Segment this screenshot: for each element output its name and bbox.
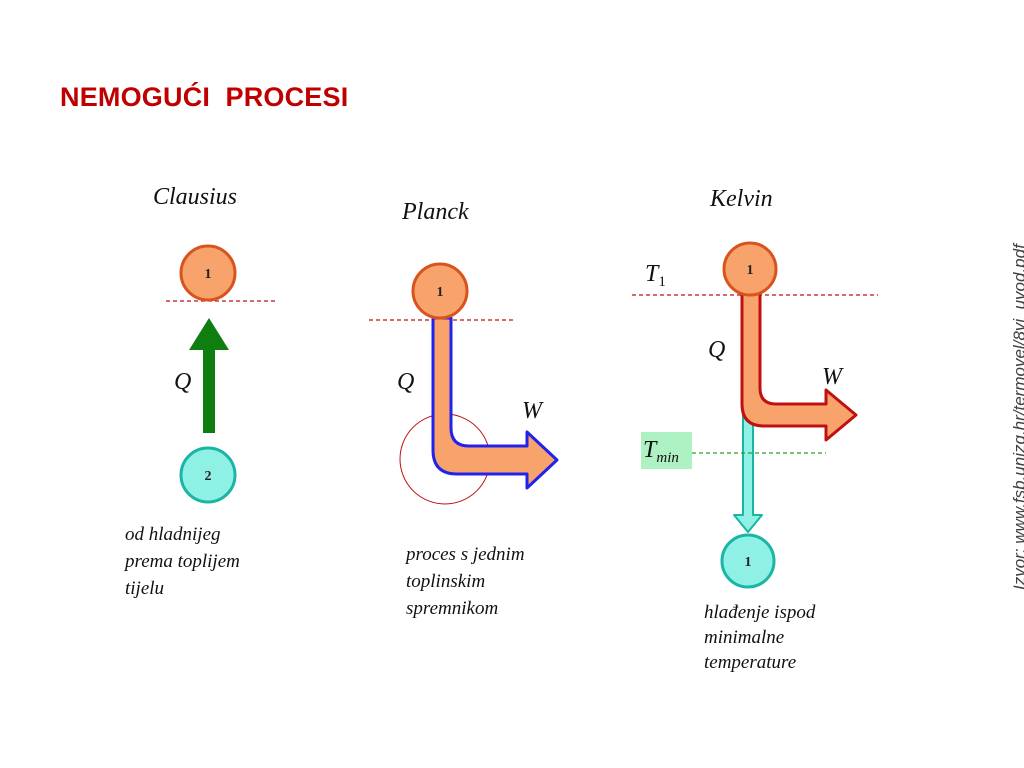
planck-node: 1 (411, 262, 469, 320)
clausius-bottom-node-label: 2 (205, 469, 212, 484)
kelvin-tmin-sub: min (656, 450, 679, 466)
clausius-top-node-label: 1 (205, 267, 212, 282)
kelvin-tmin-highlight (641, 432, 692, 469)
kelvin-bottom-node-label: 1 (745, 555, 752, 570)
clausius-bottom-node: 2 (179, 446, 237, 504)
planck-node-label: 1 (437, 285, 444, 300)
clausius-caption-line: tijelu (125, 578, 164, 599)
kelvin-top-node: 1 (722, 241, 778, 297)
kelvin-panel: Kelvin T1 1 Q W Tmin 1 hlađenje ispod mi… (632, 186, 878, 673)
kelvin-work-label: W (822, 364, 844, 390)
planck-panel: Planck 1 Q W proces s jednim toplinskim … (369, 199, 559, 619)
clausius-caption-line: prema toplijem (123, 551, 240, 572)
planck-caption-line: spremnikom (406, 598, 498, 619)
kelvin-caption-line: temperature (704, 652, 796, 673)
planck-heat-label: Q (397, 369, 414, 395)
clausius-heading: Clausius (153, 184, 237, 210)
kelvin-caption: hlađenje ispod minimalne temperature (704, 602, 820, 673)
clausius-top-node: 1 (179, 244, 237, 302)
kelvin-caption-line: minimalne (704, 627, 784, 648)
kelvin-bottom-node: 1 (720, 533, 776, 589)
kelvin-top-node-label: 1 (747, 263, 754, 278)
slide-title: NEMOGUĆI PROCESI (60, 82, 349, 112)
kelvin-heading: Kelvin (709, 186, 773, 212)
clausius-panel: Clausius 1 Q 2 od hladnijeg prema toplij… (123, 184, 278, 599)
kelvin-t1-base: T (645, 261, 660, 287)
clausius-heat-label: Q (174, 369, 191, 395)
planck-work-label: W (522, 398, 544, 424)
planck-caption-line: toplinskim (406, 571, 485, 592)
kelvin-tmin-label: Tmin (643, 437, 679, 466)
kelvin-cooling-arrow (733, 407, 763, 533)
kelvin-t1-label: T1 (645, 261, 666, 290)
planck-caption-line: proces s jednim (404, 544, 525, 565)
clausius-caption-line: od hladnijeg (125, 524, 221, 545)
planck-caption: proces s jednim toplinskim spremnikom (404, 544, 529, 619)
clausius-caption: od hladnijeg prema toplijem tijelu (123, 524, 245, 599)
kelvin-heat-label: Q (708, 337, 725, 363)
kelvin-caption-line: hlađenje ispod (704, 602, 816, 623)
planck-heat-work-arrow (431, 316, 559, 490)
kelvin-t1-sub: 1 (658, 274, 666, 290)
planck-heading: Planck (401, 199, 469, 225)
clausius-heat-arrow (189, 318, 229, 433)
kelvin-tmin-base: T (643, 437, 658, 463)
kelvin-heat-work-arrow (740, 288, 858, 442)
